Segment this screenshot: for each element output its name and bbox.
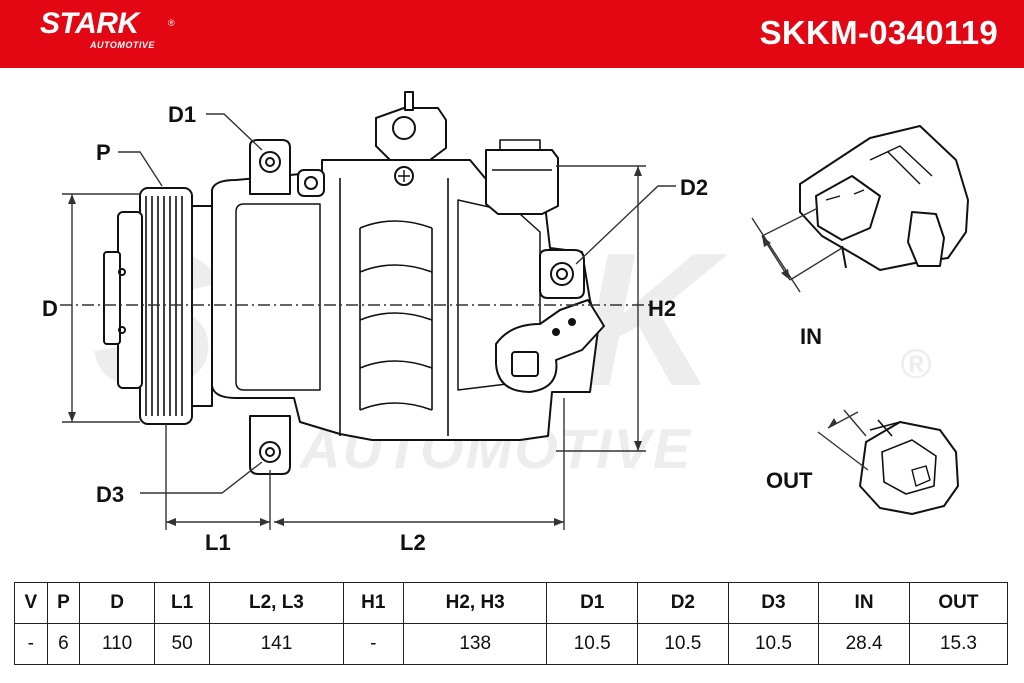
label-l1: L1: [205, 530, 231, 555]
brand-sub: AUTOMOTIVE: [90, 40, 155, 50]
spec-value: -: [14, 623, 48, 665]
pulley: [103, 187, 213, 425]
spec-header: OUT: [908, 582, 1009, 624]
mount-ear-bottom: [249, 415, 291, 475]
compressor-drawing: [103, 91, 605, 475]
part-number: SKKM-0340119: [759, 14, 998, 51]
spec-value: 15.3: [908, 623, 1009, 665]
label-d1: D1: [168, 102, 196, 127]
spec-header: H1: [342, 582, 404, 624]
spec-header: L2, L3: [209, 582, 344, 624]
specs-table: V P D L1 L2, L3 H1 H2, H3 D1 D2 D3 IN OU…: [14, 582, 1009, 665]
spec-value: 10.5: [727, 623, 820, 665]
spec-value: 138: [402, 623, 548, 665]
technical-drawing: STARK AUTOMOTIVE ®: [42, 91, 969, 555]
spec-header: IN: [818, 582, 910, 624]
label-d3: D3: [96, 482, 124, 507]
label-p: P: [96, 140, 111, 165]
in-dimension: [751, 207, 843, 293]
in-port-detail: [799, 125, 969, 271]
brand-name: STARK: [40, 7, 139, 40]
brand-registered-mark: ®: [168, 18, 175, 28]
spec-header: L1: [153, 582, 211, 624]
mount-ear-right: [539, 249, 585, 299]
specs-value-row: - 6 110 50 141 - 138 10.5 10.5 10.5 28.4…: [14, 623, 1009, 665]
suction-port: [375, 107, 447, 161]
control-valve: [485, 149, 559, 215]
spec-value: 28.4: [818, 623, 910, 665]
label-d: D: [42, 296, 58, 321]
brand-logo: STARK AUTOMOTIVE ®: [40, 7, 175, 51]
specs-header-row: V P D L1 L2, L3 H1 H2, H3 D1 D2 D3 IN OU…: [14, 582, 1009, 624]
header-bar: STARK AUTOMOTIVE ® SKKM-0340119: [0, 0, 1024, 68]
spec-value: 10.5: [637, 623, 729, 665]
spec-value: 10.5: [546, 623, 639, 665]
spec-header: D3: [727, 582, 820, 624]
label-in: IN: [800, 324, 822, 349]
spec-header: D1: [546, 582, 639, 624]
spec-value: 141: [209, 623, 344, 665]
spec-header: P: [46, 582, 81, 624]
out-port-detail: [859, 419, 959, 515]
spec-value: 110: [79, 623, 155, 665]
spec-header: D: [79, 582, 155, 624]
dimension-lines: [62, 113, 676, 530]
label-l2: L2: [400, 530, 426, 555]
label-h2: H2: [648, 296, 676, 321]
watermark-registered: ®: [900, 340, 931, 387]
spec-value: 6: [46, 623, 81, 665]
spec-value: -: [342, 623, 404, 665]
spec-value: 50: [153, 623, 211, 665]
label-out: OUT: [766, 468, 813, 493]
spec-header: V: [14, 582, 48, 624]
spec-header: D2: [637, 582, 729, 624]
out-dimension: [817, 409, 869, 471]
spec-header: H2, H3: [402, 582, 548, 624]
label-d2: D2: [680, 175, 708, 200]
electrical-connector: [495, 299, 605, 393]
